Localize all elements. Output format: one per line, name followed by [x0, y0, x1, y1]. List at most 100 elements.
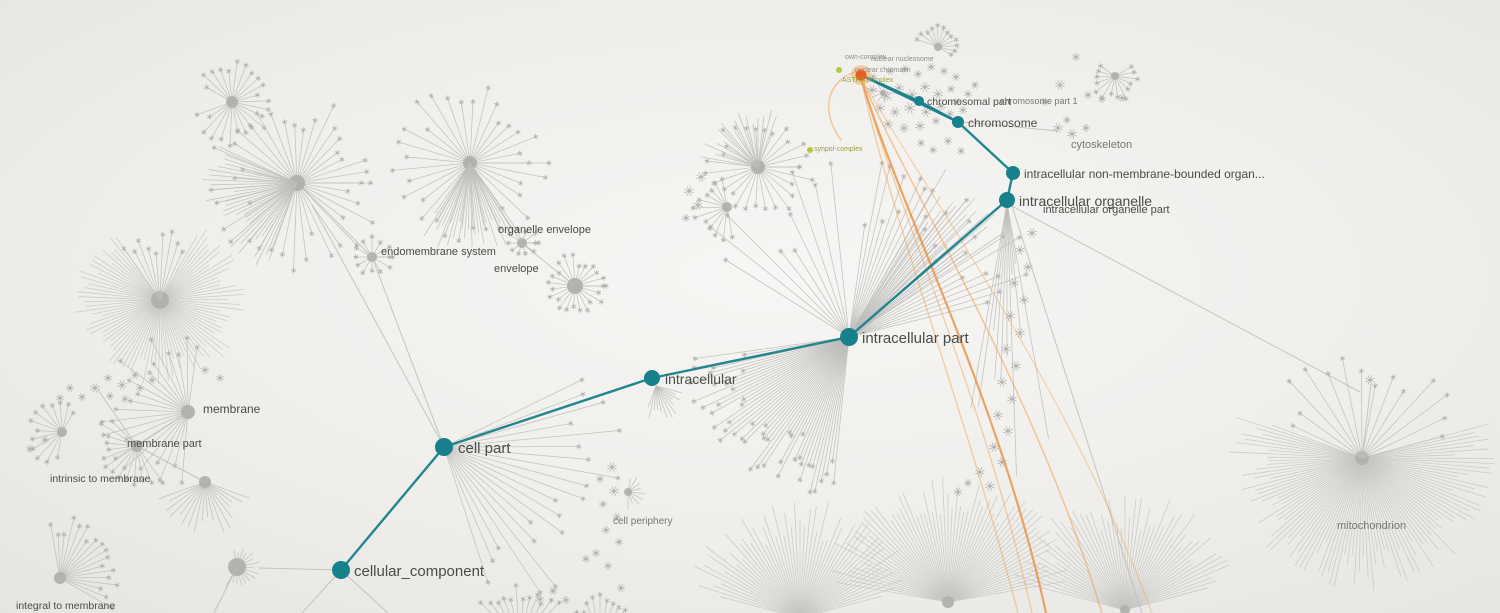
collapsed-node-icon[interactable] [592, 549, 600, 557]
collapsed-node-icon[interactable] [57, 400, 64, 406]
collapsed-node-icon[interactable] [243, 129, 249, 136]
node-highlight-green[interactable] [836, 67, 842, 73]
collapsed-node-icon[interactable] [1095, 68, 1102, 75]
collapsed-node-icon[interactable] [552, 497, 559, 504]
collapsed-node-icon[interactable] [1041, 98, 1049, 106]
collapsed-node-icon[interactable] [704, 158, 710, 164]
collapsed-node-icon[interactable] [783, 125, 790, 132]
collapsed-node-icon[interactable] [971, 81, 979, 89]
node-intracellular[interactable] [644, 370, 660, 386]
collapsed-node-icon[interactable] [761, 435, 767, 442]
collapsed-node-icon[interactable] [583, 600, 590, 607]
collapsed-node-icon[interactable] [1063, 116, 1071, 124]
collapsed-node-icon[interactable] [580, 495, 586, 502]
collapsed-node-icon[interactable] [812, 182, 819, 188]
collapsed-node-icon[interactable] [260, 82, 266, 88]
collapsed-node-icon[interactable] [339, 156, 345, 163]
collapsed-node-icon[interactable] [708, 187, 715, 194]
collapsed-node-icon[interactable] [953, 98, 961, 106]
collapsed-node-icon[interactable] [696, 172, 706, 182]
collapsed-node-icon[interactable] [610, 600, 616, 607]
collapsed-node-icon[interactable] [1097, 63, 1104, 69]
collapsed-node-icon[interactable] [914, 70, 922, 78]
collapsed-node-icon[interactable] [470, 98, 476, 105]
collapsed-node-icon[interactable] [580, 391, 586, 397]
collapsed-node-icon[interactable] [308, 230, 315, 237]
collapsed-node-icon[interactable] [622, 607, 628, 613]
collapsed-node-icon[interactable] [959, 106, 967, 114]
collapsed-node-icon[interactable] [444, 95, 451, 102]
collapsed-node-icon[interactable] [1297, 410, 1303, 417]
collapsed-node-icon[interactable] [290, 267, 297, 274]
collapsed-node-icon[interactable] [517, 150, 523, 157]
collapsed-node-icon[interactable] [334, 149, 341, 156]
collapsed-node-icon[interactable] [691, 398, 697, 405]
collapsed-node-icon[interactable] [517, 192, 523, 198]
collapsed-node-icon[interactable] [761, 127, 768, 134]
collapsed-node-icon[interactable] [604, 597, 610, 604]
collapsed-node-icon[interactable] [184, 335, 190, 341]
collapsed-node-icon[interactable] [948, 33, 954, 40]
collapsed-node-icon[interactable] [268, 111, 274, 117]
collapsed-node-icon[interactable] [387, 254, 393, 260]
collapsed-node-icon[interactable] [106, 392, 114, 400]
collapsed-node-icon[interactable] [703, 218, 709, 225]
collapsed-node-icon[interactable] [613, 513, 621, 521]
collapsed-node-icon[interactable] [522, 250, 529, 257]
collapsed-node-icon[interactable] [966, 218, 972, 225]
collapsed-node-icon[interactable] [1442, 415, 1448, 421]
collapsed-node-icon[interactable] [595, 289, 602, 296]
collapsed-node-icon[interactable] [702, 170, 709, 176]
collapsed-node-icon[interactable] [340, 214, 346, 221]
collapsed-node-icon[interactable] [555, 259, 562, 266]
collapsed-node-icon[interactable] [1019, 295, 1029, 305]
collapsed-node-icon[interactable] [712, 232, 718, 239]
collapsed-node-icon[interactable] [901, 65, 909, 73]
cluster-hub-node[interactable] [1111, 72, 1119, 80]
collapsed-node-icon[interactable] [576, 263, 582, 269]
node-cell_part[interactable] [435, 438, 453, 456]
collapsed-node-icon[interactable] [886, 67, 894, 75]
collapsed-node-icon[interactable] [221, 226, 227, 233]
collapsed-node-icon[interactable] [1108, 91, 1114, 97]
collapsed-node-icon[interactable] [291, 122, 298, 129]
collapsed-node-icon[interactable] [216, 374, 224, 382]
collapsed-node-icon[interactable] [71, 514, 77, 521]
collapsed-node-icon[interactable] [389, 167, 396, 174]
collapsed-node-icon[interactable] [936, 101, 946, 111]
collapsed-node-icon[interactable] [458, 99, 464, 106]
collapsed-node-icon[interactable] [336, 135, 343, 142]
collapsed-node-icon[interactable] [1286, 378, 1292, 385]
collapsed-node-icon[interactable] [49, 402, 56, 409]
collapsed-node-icon[interactable] [1016, 234, 1023, 241]
collapsed-node-icon[interactable] [345, 188, 351, 195]
collapsed-node-icon[interactable] [929, 146, 937, 154]
collapsed-node-icon[interactable] [208, 135, 215, 141]
collapsed-node-icon[interactable] [954, 488, 962, 496]
collapsed-node-icon[interactable] [722, 257, 729, 263]
collapsed-node-icon[interactable] [722, 427, 729, 434]
collapsed-node-icon[interactable] [562, 596, 570, 604]
collapsed-node-icon[interactable] [918, 31, 924, 37]
collapsed-node-icon[interactable] [532, 240, 539, 246]
collapsed-node-icon[interactable] [509, 247, 515, 253]
node-chromosome[interactable] [952, 116, 964, 128]
collapsed-node-icon[interactable] [1084, 91, 1092, 99]
collapsed-node-icon[interactable] [609, 486, 619, 496]
collapsed-node-icon[interactable] [1302, 366, 1308, 373]
collapsed-node-icon[interactable] [218, 136, 224, 143]
collapsed-node-icon[interactable] [102, 463, 109, 470]
collapsed-node-icon[interactable] [265, 98, 272, 104]
collapsed-node-icon[interactable] [729, 234, 736, 240]
cluster-hub-node[interactable] [226, 96, 238, 108]
collapsed-node-icon[interactable] [894, 83, 904, 93]
collapsed-node-icon[interactable] [600, 275, 607, 281]
collapsed-node-icon[interactable] [1001, 344, 1011, 354]
collapsed-node-icon[interactable] [720, 127, 726, 133]
collapsed-node-icon[interactable] [360, 238, 366, 245]
collapsed-node-icon[interactable] [1027, 228, 1037, 238]
collapsed-node-icon[interactable] [1439, 433, 1445, 440]
collapsed-node-icon[interactable] [495, 120, 502, 126]
collapsed-node-icon[interactable] [761, 462, 767, 469]
collapsed-node-icon[interactable] [328, 252, 335, 259]
